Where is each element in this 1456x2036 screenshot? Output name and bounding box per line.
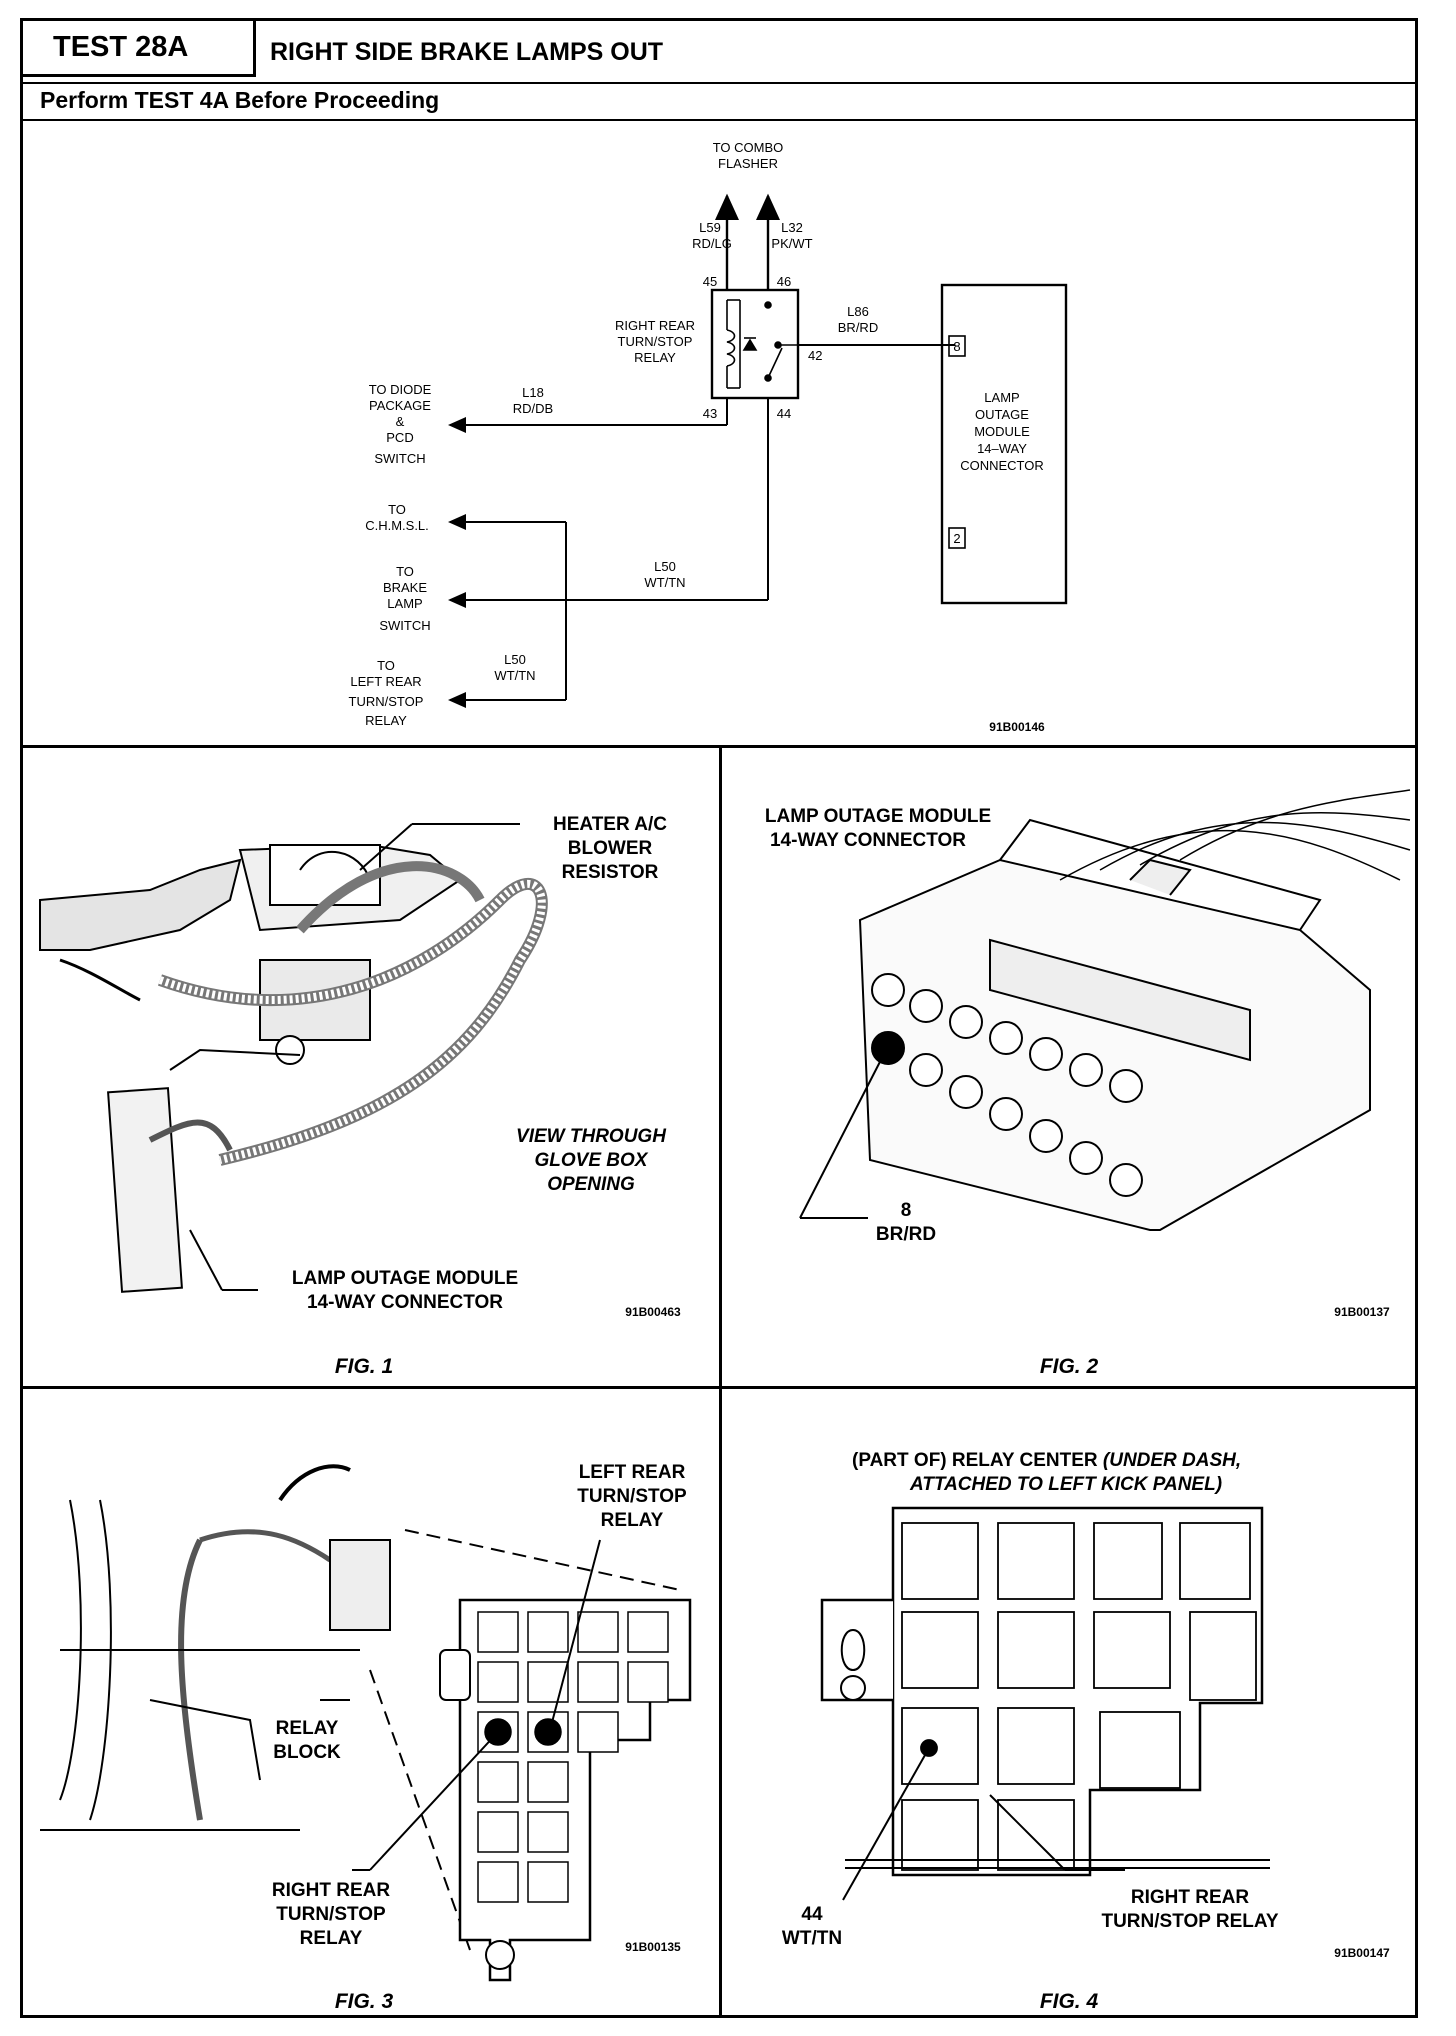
fig3-caption: FIG. 3 [335, 1990, 394, 2013]
fig2-cavities [871, 973, 1143, 1197]
fig4-relay-label-2: TURN/STOP RELAY [1101, 1911, 1278, 1932]
fig1-heater-label-1: HEATER A/C [553, 814, 667, 835]
fig4-relay-label-1: RIGHT REAR [1131, 1887, 1250, 1908]
brake-label-1: TO [396, 564, 414, 579]
fig2-title-1: LAMP OUTAGE MODULE [765, 806, 991, 827]
pin-46: 46 [777, 274, 791, 289]
left-relay-label-4: RELAY [365, 713, 407, 728]
wire-l32-color: PK/WT [771, 236, 812, 251]
combo-label-1: TO COMBO [713, 140, 784, 155]
page-title: RIGHT SIDE BRAKE LAMPS OUT [270, 38, 664, 66]
fig3-block-label-2: BLOCK [273, 1742, 341, 1763]
module-label-3: MODULE [974, 424, 1030, 439]
wire-l18-color: RD/DB [513, 401, 553, 416]
pin-44: 44 [777, 406, 791, 421]
fig3-relay-grid [477, 1611, 669, 1903]
header-divider [23, 82, 1415, 84]
wire-l50b-id: L50 [504, 652, 526, 667]
left-relay-label-2: LEFT REAR [350, 674, 421, 689]
brake-label-3: LAMP [387, 596, 422, 611]
pin-42: 42 [808, 348, 822, 363]
fig3-leaders [352, 1539, 601, 1871]
relay-symbol [710, 288, 800, 400]
pin-45: 45 [703, 274, 717, 289]
fig2-code: 91B00137 [1334, 1305, 1390, 1319]
fig4-title-2: ATTACHED TO LEFT KICK PANEL) [909, 1474, 1222, 1495]
fig2-wire: BR/RD [876, 1224, 936, 1245]
fig3-block-label-1: RELAY [276, 1718, 339, 1739]
fig1-code: 91B00463 [625, 1305, 681, 1319]
relay-label-2: TURN/STOP [618, 334, 693, 349]
fig1-lom-label-1: LAMP OUTAGE MODULE [292, 1268, 518, 1289]
fig4-title-1: (PART OF) RELAY CENTER (UNDER DASH, [852, 1450, 1241, 1471]
diode-label-3: & [396, 414, 405, 429]
fig1-view-label-3: OPENING [547, 1174, 635, 1195]
diode-label-4: PCD [386, 430, 413, 445]
fig1-heater-label-3: RESISTOR [562, 862, 659, 883]
module-label-2: OUTAGE [975, 407, 1029, 422]
wiring-schematic [448, 193, 1068, 708]
fig1-heater-label-2: BLOWER [568, 838, 653, 859]
chmsl-label-2: C.H.M.S.L. [365, 518, 429, 533]
pin-43: 43 [703, 406, 717, 421]
module-label-1: LAMP [984, 390, 1019, 405]
fig2-connector-illustration [858, 789, 1411, 1231]
fig3-left-label-2: TURN/STOP [577, 1486, 687, 1507]
wire-l86-id: L86 [847, 304, 869, 319]
connector-pin-8: 8 [953, 339, 960, 354]
brake-label-4: SWITCH [379, 618, 430, 633]
fig2-pin: 8 [901, 1200, 912, 1221]
page-subtitle: Perform TEST 4A Before Proceeding [40, 87, 440, 113]
diode-label-2: PACKAGE [369, 398, 431, 413]
lamp-outage-module [940, 283, 1068, 605]
brake-label-2: BRAKE [383, 580, 427, 595]
relay-label-1: RIGHT REAR [615, 318, 695, 333]
schematic-code: 91B00146 [989, 720, 1045, 734]
fig1-view-label-1: VIEW THROUGH [516, 1126, 667, 1147]
left-relay-label-1: TO [377, 658, 395, 673]
fig3-left-label-1: LEFT REAR [579, 1462, 686, 1483]
fig1-lom-label-2: 14-WAY CONNECTOR [307, 1292, 503, 1313]
wire-l18-id: L18 [522, 385, 544, 400]
diode-label-5: SWITCH [374, 451, 425, 466]
wire-l50-color: WT/TN [644, 575, 685, 590]
fig2-leader [799, 1049, 887, 1219]
wire-l50-id: L50 [654, 559, 676, 574]
fig1-view-label-2: GLOVE BOX [535, 1150, 649, 1171]
fig1-illustration [39, 823, 548, 1293]
fig2-title-2: 14-WAY CONNECTOR [770, 830, 966, 851]
fig3-right-label-2: TURN/STOP [276, 1904, 386, 1925]
fig4-leaders [840, 1628, 1270, 1901]
panel-divider-vertical [719, 745, 722, 2015]
test-id: TEST 28A [23, 21, 256, 77]
combo-label-2: FLASHER [718, 156, 778, 171]
wire-l50b-color: WT/TN [494, 668, 535, 683]
wire-l32-id: L32 [781, 220, 803, 235]
fig4-pin: 44 [801, 1904, 823, 1925]
header-divider-2 [23, 119, 1415, 121]
fig2-caption: FIG. 2 [1040, 1355, 1099, 1378]
fig3-code: 91B00135 [625, 1940, 681, 1954]
chmsl-label-1: TO [388, 502, 406, 517]
fig3-right-label-3: RELAY [300, 1928, 363, 1949]
module-label-5: CONNECTOR [960, 458, 1044, 473]
left-relay-label-3: TURN/STOP [349, 694, 424, 709]
page-frame [20, 18, 1418, 2018]
fig4-code: 91B00147 [1334, 1946, 1390, 1960]
relay-label-3: RELAY [634, 350, 676, 365]
fig3-right-label-1: RIGHT REAR [272, 1880, 391, 1901]
module-label-4: 14–WAY [977, 441, 1027, 456]
wire-l59-color: RD/LG [692, 236, 732, 251]
connector-pin-2: 2 [953, 531, 960, 546]
wire-l59-id: L59 [699, 220, 721, 235]
fig3-left-label-3: RELAY [601, 1510, 664, 1531]
fig4-wire: WT/TN [782, 1928, 842, 1949]
diode-label-1: TO DIODE [369, 382, 432, 397]
fig4-caption: FIG. 4 [1040, 1990, 1099, 2013]
wire-l86-color: BR/RD [838, 320, 878, 335]
fig1-caption: FIG. 1 [335, 1355, 393, 1378]
